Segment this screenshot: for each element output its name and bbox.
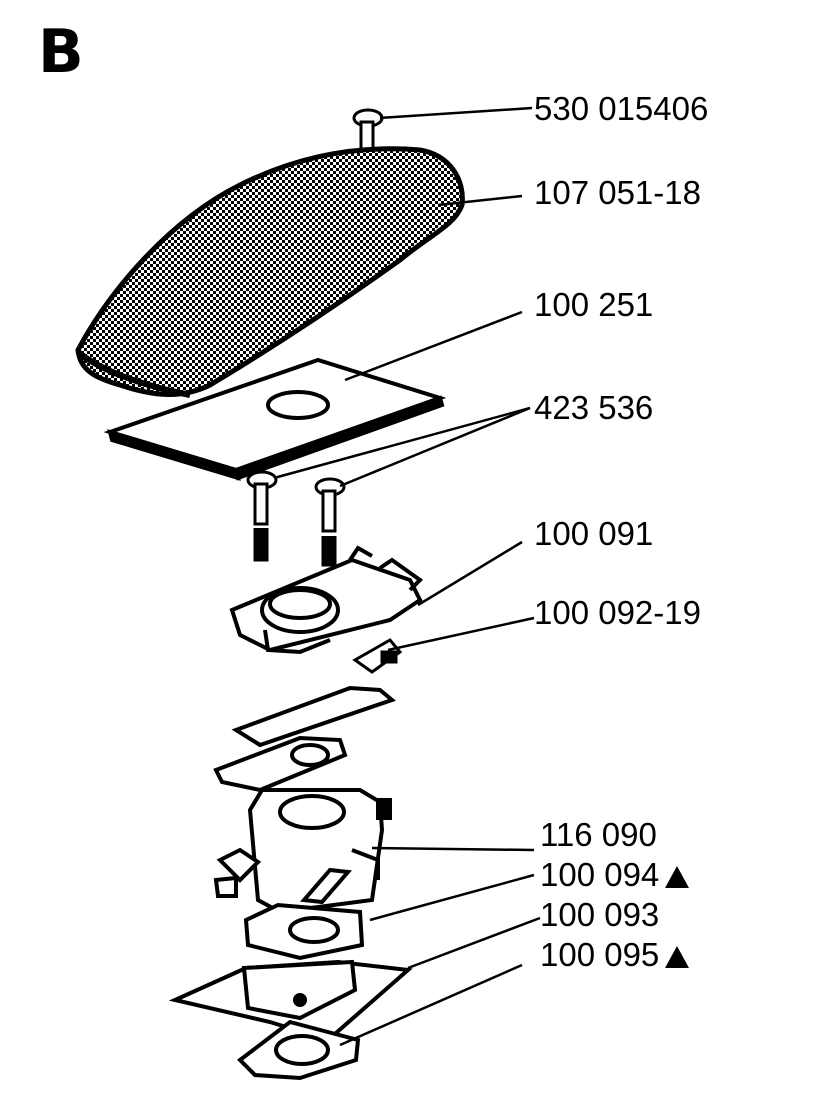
part-number-bolts: 423 536 xyxy=(534,389,654,426)
part-number-gasket-b: 100 095 xyxy=(540,936,690,973)
carburetor-part xyxy=(213,788,392,915)
pump-plate-part xyxy=(168,959,413,1043)
part-number-carburetor: 116 090 xyxy=(540,816,657,853)
part-number-pump-plate: 100 093 xyxy=(540,896,660,933)
upper-gasket-part xyxy=(213,685,397,793)
part-number-filter-holder: 100 091 xyxy=(534,515,654,552)
part-number-air-filter: 107 051-18 xyxy=(534,174,701,211)
part-number-gasket-a-text: 100 094 xyxy=(540,856,660,893)
part-number-filter-plate: 100 251 xyxy=(534,286,654,323)
leader-lines xyxy=(273,106,541,1047)
part-number-gasket-a: 100 094 xyxy=(540,856,690,893)
bolts-part xyxy=(246,470,346,567)
part-number-gasket-b-text: 100 095 xyxy=(540,936,660,973)
part-number-screw: 530 015406 xyxy=(534,90,709,127)
bracket-part xyxy=(352,638,403,674)
section-letter: B xyxy=(38,17,84,87)
triangle-marker-icon xyxy=(665,946,690,968)
filter-plate-part xyxy=(103,357,447,481)
filter-holder-part xyxy=(229,545,424,655)
lower-gasket-b-part xyxy=(236,1019,361,1081)
part-number-bracket: 100 092-19 xyxy=(534,594,701,631)
lower-gasket-a-part xyxy=(243,902,365,961)
triangle-marker-icon xyxy=(665,866,690,888)
air-filter-part xyxy=(75,146,465,398)
screw-part xyxy=(352,108,384,154)
